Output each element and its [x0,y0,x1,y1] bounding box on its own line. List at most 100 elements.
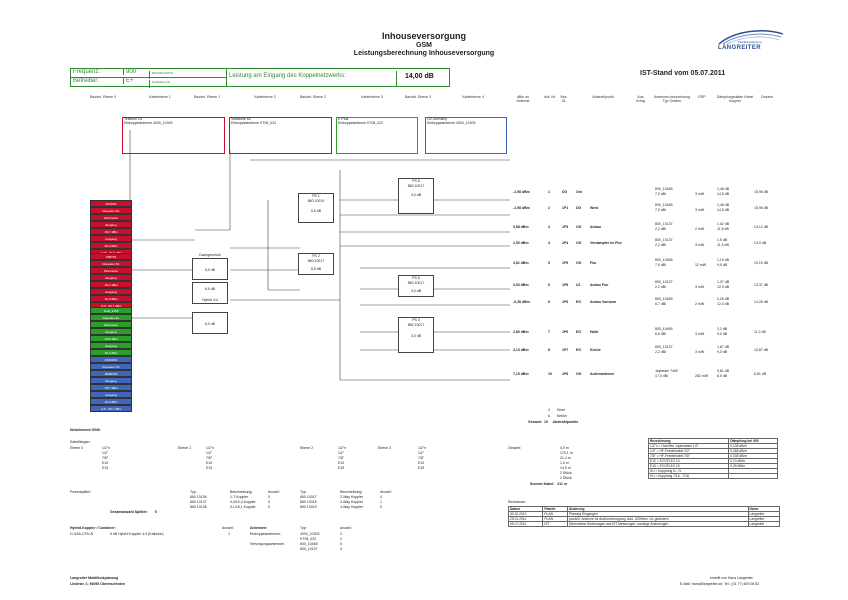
kabel-type: E10 [418,461,425,465]
result-nr: 4 [548,241,550,245]
result-erp: 262 mW [695,374,709,378]
powersplitter-cell: 860 10137 [190,500,207,504]
result-koppler: 11,5 dB [717,227,729,231]
col-kabel4: Kabelebene 4 [462,95,484,99]
count-omni-label: Omni [556,408,566,412]
count-omni: 4 Omni [548,408,565,413]
source-line: Q0100R1 [90,356,132,363]
source-line: M090700 [90,370,132,377]
operator-name: O2 Germany [427,117,448,121]
powersplitter-cell: 2-Way Koppler [340,495,364,499]
kabel-type: E10 [102,461,109,465]
kabel-ebene0: Ebene 0 [70,446,84,450]
result-koppler: 9,0 dB [717,332,728,336]
kabel-total: 21,4 m [560,456,571,460]
kabel-type: 7/8" [206,456,213,460]
powersplitter-cell: 860 10136 [190,495,207,499]
count-gesamt: Gesamt: 10 Abstrahlpunkte [528,420,578,425]
result-ort: EG [576,300,582,304]
result-erp: 2 mW [695,302,705,306]
powersplitter-cell: 860 10138 [190,505,207,509]
gesamt-splitter: Gesamtanzahl Splitter: 5 [110,510,157,515]
col-abstrahl: Abstrahlpunkt [592,95,614,99]
result-kabel: 1,48 dB [717,203,730,207]
count-gesamt-label: Gesamt: [528,420,543,424]
result-typ: 800_10465 [655,203,673,207]
kabel-type: 7/8" [338,456,345,460]
powersplitter-cell: 4-Way Koppler [340,505,364,509]
ps-part: 860 10017 [407,323,425,327]
source-line: -53,7 dBm [90,384,132,391]
kabel-total: 2 Stück [560,476,572,480]
col-gesamt: Gesamt [760,95,774,99]
result-gesamt: 13,12 dB [754,225,769,229]
ps-box-1: PS 1 860 10019 5,5 dB [298,193,334,223]
ps-box-2: PS 2 860 10017 5,5 dB [298,253,334,275]
splitter-third: 6,0 dB [192,312,228,334]
result-ort: OG [576,372,582,376]
result-nr: 2 [548,206,550,210]
source-box-repeater-o2: Q0100R1 Repeater O2 M090700 Eingang -53,… [90,356,132,412]
source-line: 20,0 dBm [90,242,132,249]
result-erp: 3 mW [695,192,705,196]
result-typ: 800_10137 [655,280,673,284]
result-kabel: 1,48 dB [717,187,730,191]
result-erp: 12 mW [695,263,707,267]
source-line: Repeater O2 [90,363,132,370]
powersplitter-cell: Beschreibung: [230,490,253,494]
operator-name: E-Plus [338,117,349,121]
summe-value: 211 m [557,482,567,486]
result-nr: 8 [548,348,550,352]
leistung-value: 14,00 dB [396,71,442,86]
antennen-typ-label: Typ: [300,526,307,530]
gesamt-splitter-label: Gesamtanzahl Splitter: [110,510,148,514]
count-omni-value: 4 [548,408,550,412]
freq-divider [226,69,227,86]
result-gain: 7,0 dBi [655,263,666,267]
source-line: Repeater D1 [90,207,132,214]
powersplitter-cell: 4 [380,495,382,499]
op-value: E+ [123,78,149,84]
col-baudet2: Baudet. Ebene 2 [299,95,327,99]
result-koppler: 14,5 dB [717,208,730,212]
source-line: -0,5 - 50,7 dBm [90,405,132,412]
result-gesamt: 13,37 dB [754,283,769,287]
source-line: M14694 [90,200,132,207]
result-kabel: 2,26 dB [717,297,730,301]
antennen-cell: KT06_022 [300,537,317,541]
result-dbm: 0,53 dBm [513,283,529,287]
result-gain: 2,2 dBi [655,243,666,247]
daempfung-row: KU = Kupplung 7/16 - 7/16 [647,473,778,479]
col-daempfung: Dämpfungsdaten Kabel Koppler [716,95,754,103]
source-line: Repeater E+ [90,314,132,321]
result-nr: 6 [548,283,550,287]
source-line: 16,0 dBm [90,349,132,356]
splitter-db: 6,0 dB [204,287,216,291]
result-gain: 2,2 dBi [655,227,666,231]
result-dbm: 7,19 dBm [513,372,529,376]
kabel-type: 1/2"n [338,446,347,450]
ps-box-6: PS 6 860 10017 3,0 dB [398,275,434,297]
operator-ref: Einkoppelantenne KT06_022 [231,121,277,125]
source-line: 20,0 dBm [90,295,132,302]
result-dbm: -1,98 dBm [513,190,530,194]
antennen-cell: 4000_10303 [300,532,320,536]
powersplitter-cell: 0 [268,505,270,509]
source-line: Ausgang [90,342,132,349]
result-koppler: 6,0 dB [717,374,728,378]
splitter-db: 6,0 dB [204,268,216,272]
kabel-type: 1/2" [418,451,425,455]
result-gesamt: 13,0 dB [754,241,767,245]
result-erp: 3 mW [695,350,705,354]
gesamt-splitter-value: 5 [154,510,157,514]
source-line: Ausgang [90,391,132,398]
ps-name: PS 6 [412,276,420,280]
count-sektor-value: 6 [548,414,550,418]
powersplitter-cell: Beschreibung: [340,490,363,494]
kabel-ebene2: Ebene 2 [300,446,314,450]
kabel-type: 1/2" [102,451,109,455]
result-erp: 3 mW [695,243,705,247]
result-ort: EG [576,330,582,334]
